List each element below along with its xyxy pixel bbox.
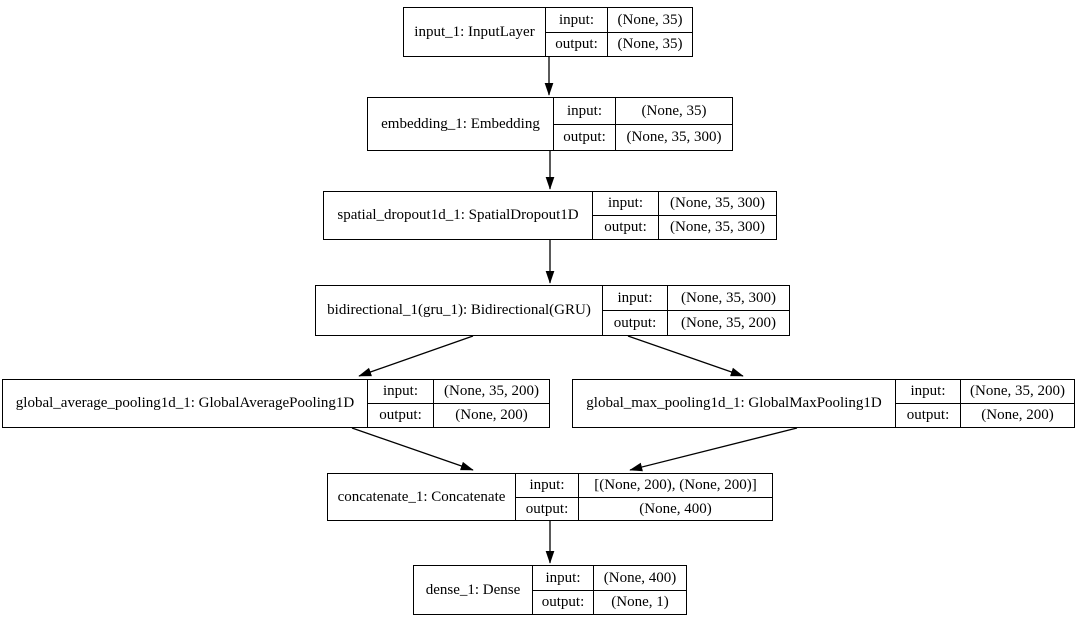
input-label: input: [895, 379, 961, 404]
input-shape: (None, 35, 200) [960, 379, 1075, 404]
layer-name: input_1: InputLayer [403, 7, 546, 57]
layer-node-input-1: input_1: InputLayer input: (None, 35) ou… [403, 7, 693, 57]
output-shape: (None, 35) [607, 31, 693, 57]
input-shape: (None, 35, 300) [658, 191, 777, 216]
input-label: input: [602, 285, 668, 311]
input-shape: (None, 35) [615, 97, 733, 125]
input-label: input: [592, 191, 659, 216]
output-shape: (None, 1) [593, 589, 687, 615]
input-label: input: [367, 379, 434, 404]
output-label: output: [545, 31, 608, 57]
layer-name: concatenate_1: Concatenate [327, 473, 516, 521]
output-shape: (None, 35, 300) [615, 123, 733, 151]
layer-node-embedding-1: embedding_1: Embedding input: (None, 35)… [367, 97, 733, 151]
output-shape: (None, 400) [578, 496, 773, 521]
layer-node-global-average-pooling1d-1: global_average_pooling1d_1: GlobalAverag… [2, 379, 550, 428]
layer-node-spatial-dropout1d-1: spatial_dropout1d_1: SpatialDropout1D in… [323, 191, 777, 240]
edge-global-max-pooling1d-1-to-concatenate-1 [629, 427, 798, 472]
output-label: output: [592, 215, 659, 240]
input-shape: [(None, 200), (None, 200)] [578, 473, 773, 498]
input-label: input: [515, 473, 579, 498]
layer-node-global-max-pooling1d-1: global_max_pooling1d_1: GlobalMaxPooling… [572, 379, 1075, 428]
input-label: input: [532, 565, 594, 591]
input-shape: (None, 35) [607, 7, 693, 33]
edge-global-average-pooling1d-1-to-concatenate-1 [351, 427, 474, 471]
output-label: output: [532, 589, 594, 615]
layer-name: dense_1: Dense [413, 565, 533, 615]
output-label: output: [553, 123, 616, 151]
layer-name: global_average_pooling1d_1: GlobalAverag… [2, 379, 368, 428]
edge-bidirectional-1-to-global-average-pooling1d-1 [358, 335, 474, 377]
output-shape: (None, 35, 300) [658, 215, 777, 240]
input-shape: (None, 35, 300) [667, 285, 790, 311]
output-label: output: [895, 403, 961, 428]
layer-name: bidirectional_1(gru_1): Bidirectional(GR… [315, 285, 603, 336]
output-shape: (None, 200) [433, 403, 550, 428]
input-shape: (None, 35, 200) [433, 379, 550, 404]
output-label: output: [602, 310, 668, 336]
layer-node-concatenate-1: concatenate_1: Concatenate input: [(None… [327, 473, 773, 521]
input-shape: (None, 400) [593, 565, 687, 591]
output-label: output: [515, 496, 579, 521]
output-label: output: [367, 403, 434, 428]
edge-bidirectional-1-to-global-max-pooling1d-1 [627, 335, 744, 377]
layer-name: global_max_pooling1d_1: GlobalMaxPooling… [572, 379, 896, 428]
output-shape: (None, 200) [960, 403, 1075, 428]
layer-node-bidirectional-1: bidirectional_1(gru_1): Bidirectional(GR… [315, 285, 790, 336]
output-shape: (None, 35, 200) [667, 310, 790, 336]
layer-name: spatial_dropout1d_1: SpatialDropout1D [323, 191, 593, 240]
layer-node-dense-1: dense_1: Dense input: (None, 400) output… [413, 565, 687, 615]
layer-name: embedding_1: Embedding [367, 97, 554, 151]
input-label: input: [553, 97, 616, 125]
input-label: input: [545, 7, 608, 33]
